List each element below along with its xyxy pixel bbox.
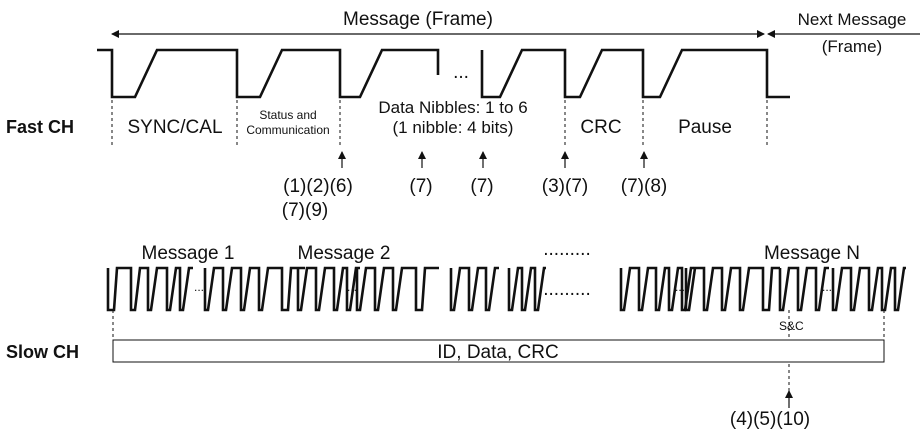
slow-data-bar (112, 339, 885, 363)
segment-status-line1: Status and (259, 108, 316, 122)
segment-crc: CRC (580, 117, 621, 138)
slow-marker-label: (4)(5)(10) (730, 409, 810, 430)
pulse-gap-dots: ... (675, 280, 685, 294)
slow-message-n: Message N (764, 243, 860, 264)
marker-label: (3)(7) (542, 176, 588, 197)
pulse-train (507, 266, 546, 312)
marker-label: (7)(9) (282, 200, 328, 221)
message-frame-label: Message (Frame) (343, 9, 493, 30)
pulse-gap-dots: ... (194, 280, 204, 294)
fast-ellipsis: ... (453, 62, 469, 83)
fast-channel-label: Fast CH (6, 117, 74, 137)
fast-channel-waveform (97, 48, 440, 99)
slow-dots-middle: ......... (543, 279, 591, 300)
pulse-train (106, 266, 193, 312)
pulse-gap-dots: ... (822, 280, 832, 294)
slow-message-1: Message 1 (142, 243, 235, 264)
pulse-train (831, 266, 906, 312)
segment-pause: Pause (678, 117, 732, 138)
segment-status-line2: Communication (246, 123, 329, 137)
segment-data-nibble-size: (1 nibble: 4 bits) (393, 118, 514, 137)
marker-label: (1)(2)(6) (283, 176, 353, 197)
slow-dots-top: ......... (543, 239, 591, 260)
next-message-label-frame: (Frame) (822, 37, 882, 56)
pulse-train (203, 266, 305, 312)
marker-label: (7) (409, 176, 432, 197)
marker-label: (7)(8) (621, 176, 667, 197)
sc-label: S&C (779, 319, 804, 333)
pulse-train (619, 266, 694, 312)
segment-sync-cal: SYNC/CAL (127, 117, 222, 138)
pulse-train (778, 266, 829, 312)
segment-data-nibbles: Data Nibbles: 1 to 6 (378, 98, 527, 117)
slow-channel-pulses (106, 266, 906, 312)
fast-channel-waveform-continued (480, 48, 790, 99)
pulse-train (355, 266, 439, 312)
pulse-train (296, 266, 360, 312)
pulse-train (684, 266, 780, 312)
slow-bar-label: ID, Data, CRC (437, 342, 558, 363)
pulse-train (449, 266, 499, 312)
pulse-gap-dots: ... (347, 280, 357, 294)
marker-label: (7) (470, 176, 493, 197)
next-message-label: Next Message (798, 10, 907, 29)
slow-channel-label: Slow CH (6, 342, 79, 362)
slow-message-2: Message 2 (298, 243, 391, 264)
